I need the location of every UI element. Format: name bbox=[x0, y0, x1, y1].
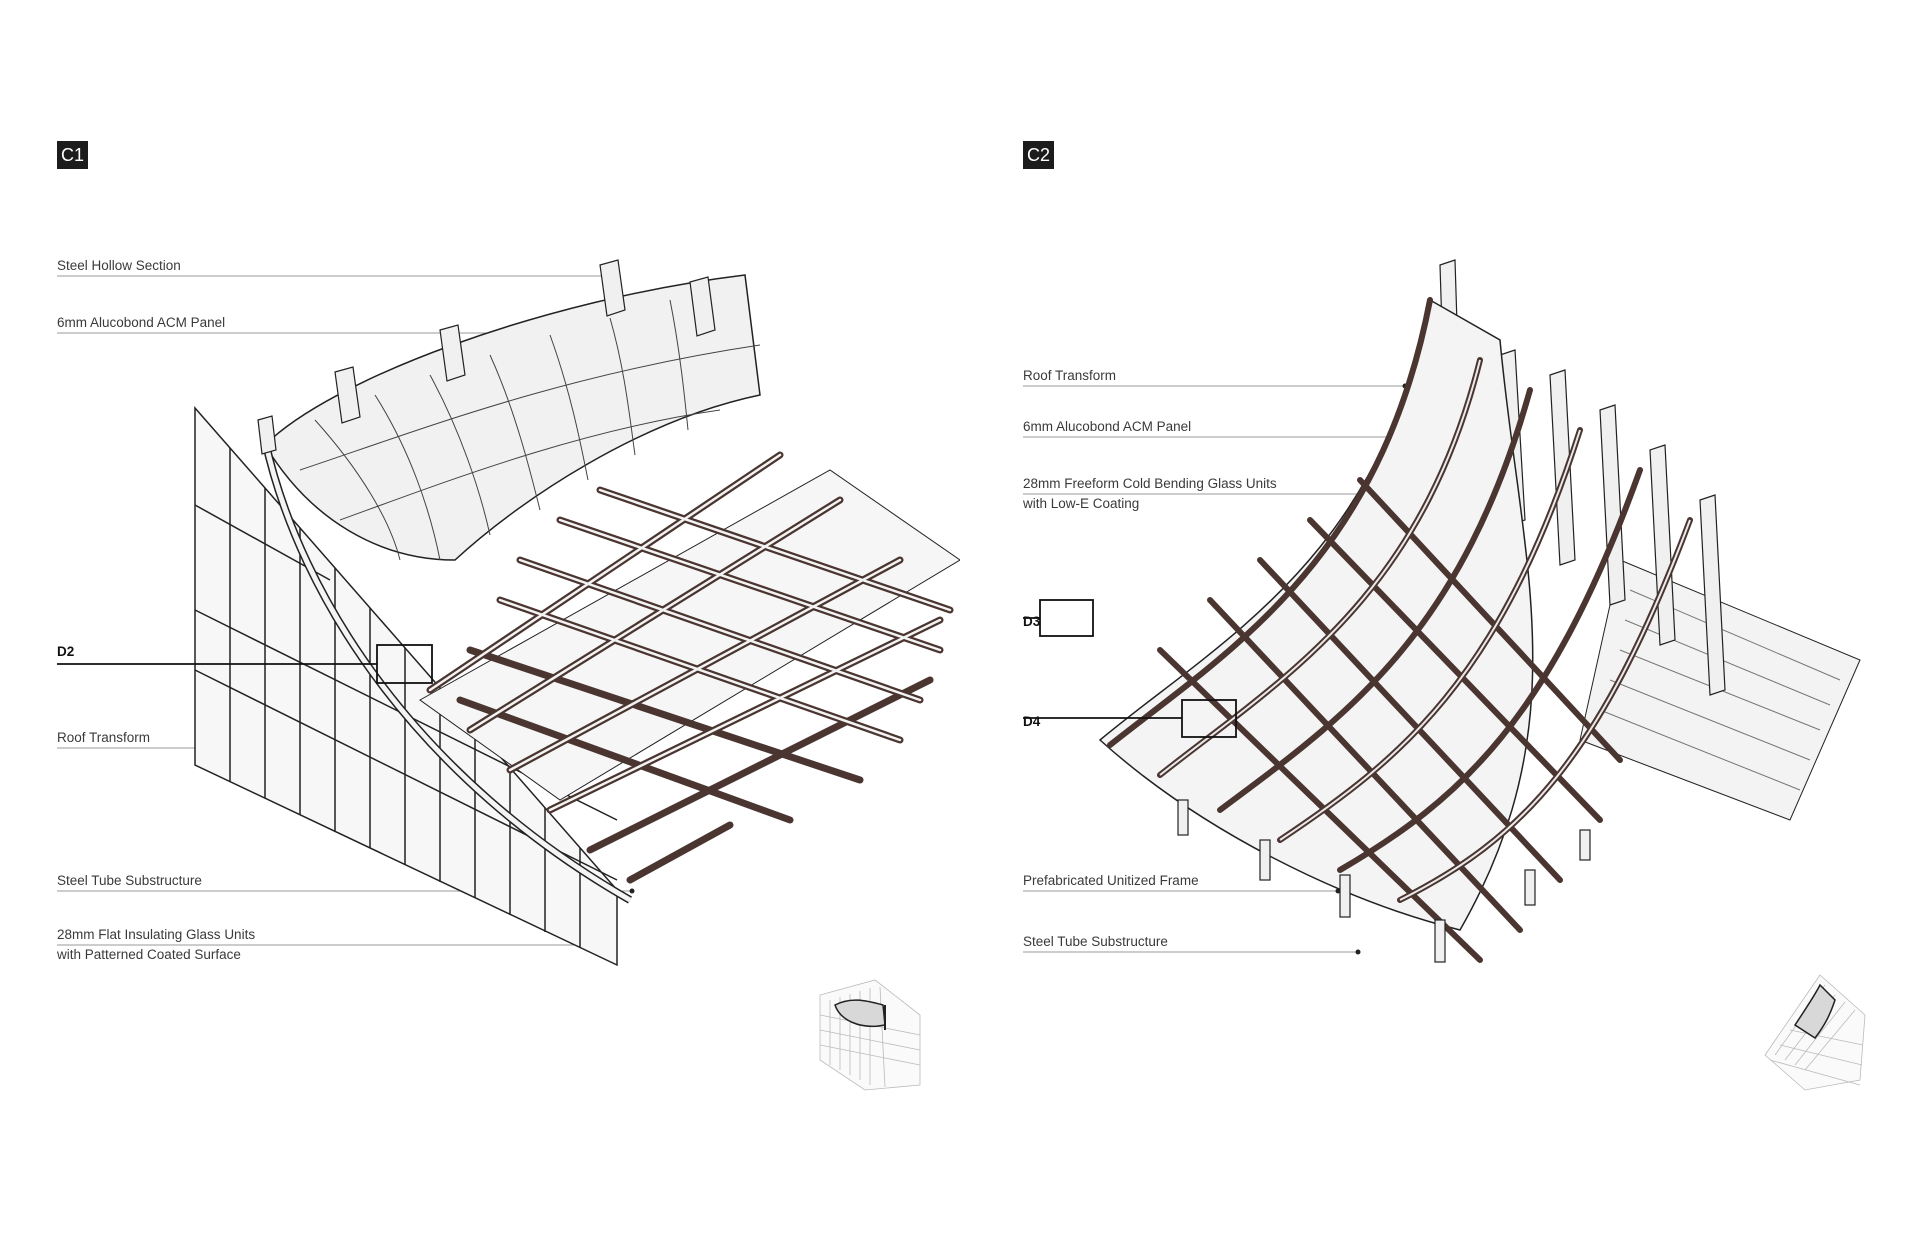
panel-badge-c2: C2 bbox=[1023, 141, 1054, 169]
c2-column-stubs bbox=[1177, 799, 1591, 963]
panel-c2: C2 Roof Transform 6mm Alucobond ACM Pane… bbox=[960, 0, 1920, 1242]
panel-badge-c1: C1 bbox=[57, 141, 88, 169]
label-steel-tube-substructure: Steel Tube Substructure bbox=[1023, 934, 1168, 949]
label-roof-transform: Roof Transform bbox=[57, 730, 151, 745]
detail-label-d4: D4 bbox=[1023, 714, 1041, 729]
label-steel-tube-substructure: Steel Tube Substructure bbox=[57, 873, 202, 888]
c1-key-plan-thumbnail bbox=[819, 979, 921, 1091]
label-acm-panel: 6mm Alucobond ACM Panel bbox=[57, 315, 226, 330]
detail-label-d3: D3 bbox=[1023, 614, 1041, 629]
c2-leader-lines bbox=[1023, 385, 1450, 953]
c2-axonometric-drawing bbox=[1023, 259, 1861, 963]
label-glass-units-line1: 28mm Freeform Cold Bending Glass Units bbox=[1023, 476, 1277, 491]
c1-axonometric-drawing bbox=[57, 259, 960, 967]
label-glass-units-line2: with Low-E Coating bbox=[1023, 496, 1140, 511]
c2-freeform-glass-roof bbox=[1098, 297, 1693, 963]
panel-c1: C1 Steel Hollow Section 6mm Alucobond AC… bbox=[57, 141, 960, 1091]
c1-acm-roof-surface bbox=[264, 274, 761, 561]
c2-d3-detail-box bbox=[1039, 599, 1094, 637]
label-roof-transform: Roof Transform bbox=[1023, 368, 1117, 383]
label-acm-panel: 6mm Alucobond ACM Panel bbox=[1023, 419, 1192, 434]
label-glass-units-line2: with Patterned Coated Surface bbox=[57, 947, 241, 962]
c2-key-plan-thumbnail bbox=[1764, 974, 1866, 1091]
label-steel-hollow-section: Steel Hollow Section bbox=[57, 258, 181, 273]
c1-steel-tube-grid bbox=[419, 451, 960, 884]
c1-steel-hollow-sections bbox=[257, 259, 716, 455]
label-prefab-unitized-frame: Prefabricated Unitized Frame bbox=[1023, 873, 1199, 888]
detail-label-d2: D2 bbox=[57, 644, 75, 659]
label-glass-units-line1: 28mm Flat Insulating Glass Units bbox=[57, 927, 256, 942]
